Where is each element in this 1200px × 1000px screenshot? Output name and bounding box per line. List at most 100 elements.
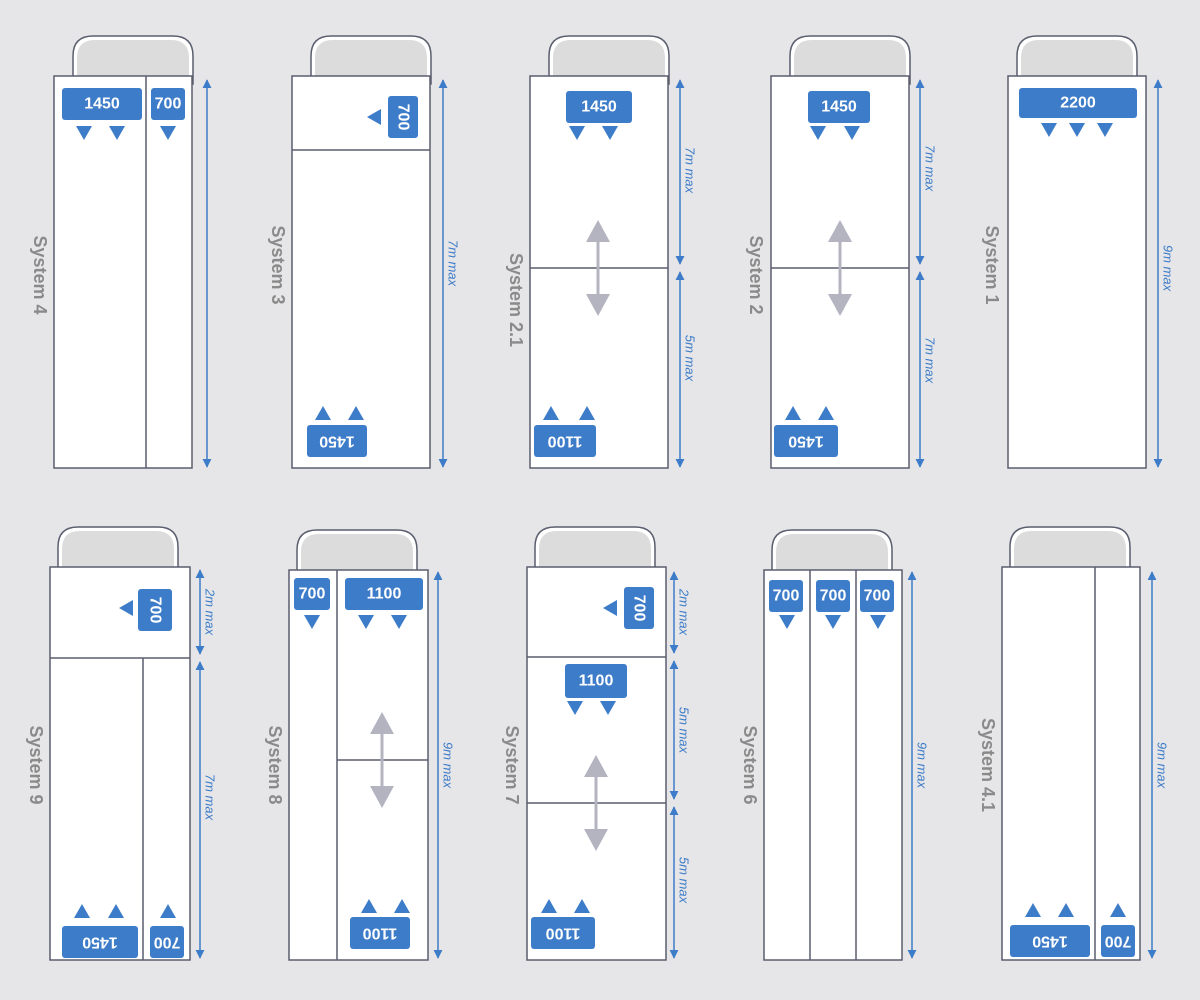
arrow-down-icon [584,829,608,851]
badge-box [531,917,595,949]
width-badge: 1450 [62,88,142,140]
system-panel: 700 1100 1100 9m max System 8 [265,529,456,961]
width-badge: 1450 [62,904,138,958]
width-badge: 700 [367,96,418,138]
head-fill [553,40,665,76]
dimension-label: 9m max [1155,742,1170,789]
badge-box [1019,88,1137,118]
dimension-label: 2m max [677,588,692,636]
system-label: System 2 [746,235,766,314]
head-fill [1014,531,1126,567]
triangle-down-icon [567,701,583,715]
badge-value: 700 [1105,933,1132,950]
badge-box [565,664,627,698]
arrow-up-icon [584,755,608,777]
badge-value: 1450 [821,99,857,116]
width-badge: 1100 [531,899,595,949]
head-fill [794,40,906,76]
triangle-down-icon [779,615,795,629]
head-fill [776,534,888,570]
head-fill [301,534,413,570]
dimension-label: 7m max [203,774,218,821]
width-badge: 1450 [566,91,632,140]
dimension-label: 9m max [915,742,930,789]
badge-value: 1450 [1032,933,1068,950]
triangle-up-icon [74,904,90,918]
width-badge: 700 [150,904,184,958]
triangle-up-icon [160,904,176,918]
panel-body [1007,75,1147,469]
triangle-left-icon [119,600,133,616]
width-badge: 1100 [345,578,423,629]
triangle-down-icon [569,126,585,140]
width-badge: 700 [860,580,894,629]
triangle-down-icon [358,615,374,629]
triangle-up-icon [1058,903,1074,917]
badge-box [624,587,654,629]
badge-box [62,926,138,958]
badge-value: 1450 [82,934,118,951]
badge-value: 700 [154,934,181,951]
panel-body [291,75,431,469]
badge-value: 1100 [367,586,402,603]
badge-value: 1100 [579,673,614,690]
system-label: System 8 [265,725,285,804]
badge-box [350,917,410,949]
arrow-up-icon [586,220,610,242]
badge-box [774,425,838,457]
triangle-down-icon [304,615,320,629]
badge-box [345,578,423,610]
triangle-down-icon [1097,123,1113,137]
triangle-up-icon [785,406,801,420]
triangle-up-icon [818,406,834,420]
dimension-label: 9m max [1161,245,1176,292]
badge-box [860,580,894,612]
head-fill [315,40,427,76]
badge-box [62,88,142,120]
dimension-label: 2m max [203,588,218,636]
badge-value: 700 [773,588,800,605]
triangle-down-icon [76,126,92,140]
badge-value: 1100 [363,925,398,942]
badge-box [307,425,367,457]
triangle-down-icon [870,615,886,629]
triangle-up-icon [348,406,364,420]
head-fill [62,531,174,567]
triangle-down-icon [160,126,176,140]
badge-box [294,578,330,610]
triangle-down-icon [109,126,125,140]
width-badge: 1450 [774,406,838,457]
system-label: System 4.1 [978,718,998,812]
badge-box [534,425,596,457]
dimension-label: 5m max [677,707,692,754]
head-fill [1021,40,1133,76]
triangle-left-icon [367,109,381,125]
badge-value: 700 [299,586,326,603]
badge-box [566,91,632,123]
head-fill [77,40,189,76]
dimension-label: 7m max [923,337,938,384]
triangle-down-icon [391,615,407,629]
triangle-down-icon [600,701,616,715]
badge-box [1101,925,1135,957]
badge-box [138,589,172,631]
badge-value: 1450 [319,433,355,450]
width-badge: 700 [294,578,330,629]
width-badge: 700 [816,580,850,629]
panel-body [1001,566,1141,961]
head-fill [539,531,651,567]
width-badge: 1450 [808,91,870,140]
dimension-label: 9m max [441,742,456,789]
triangle-down-icon [844,126,860,140]
dimension-label: 7m max [923,145,938,192]
system-label: System 4 [30,235,50,314]
width-badge: 1100 [534,406,596,457]
triangle-up-icon [579,406,595,420]
badge-value: 1100 [548,433,583,450]
triangle-up-icon [315,406,331,420]
